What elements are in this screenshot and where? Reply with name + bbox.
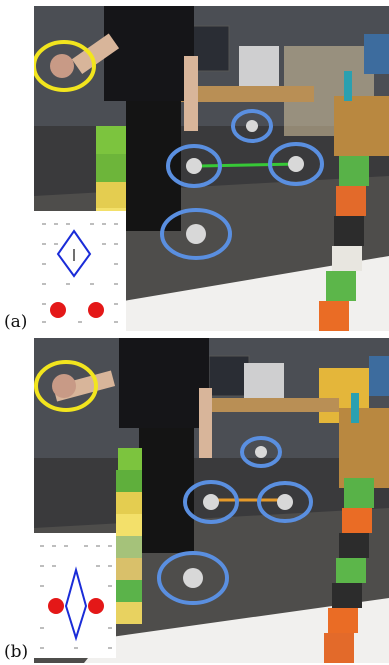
tower-right-block-a bbox=[334, 216, 364, 246]
screen-right-a bbox=[364, 34, 389, 74]
tower-right-block-b bbox=[344, 478, 374, 508]
obstacle-marker-b bbox=[88, 598, 104, 614]
quadrotor-a bbox=[186, 120, 304, 244]
person-arm-right-b bbox=[199, 388, 212, 458]
tower-right-block-b bbox=[342, 508, 372, 533]
bottle-b bbox=[351, 393, 359, 423]
tower-left-block-a bbox=[96, 154, 126, 182]
tower-left-block-b bbox=[118, 448, 142, 470]
person-torso-b bbox=[119, 338, 209, 428]
panel-label-b: (b) bbox=[4, 642, 29, 662]
formation-shape-a bbox=[56, 229, 92, 278]
inset-field-plot-a bbox=[34, 211, 126, 331]
formation-shape-b bbox=[64, 566, 88, 642]
person-legs-b bbox=[139, 428, 194, 553]
tower-left-block-b bbox=[116, 602, 142, 624]
desk-b bbox=[339, 408, 389, 488]
human-hand-a bbox=[50, 54, 74, 78]
robot-circle-a bbox=[268, 142, 324, 186]
human-hand-circle-b bbox=[34, 360, 98, 412]
human-hand-circle-a bbox=[34, 40, 96, 92]
tower-right-block-b bbox=[324, 633, 354, 663]
table-a bbox=[164, 86, 314, 102]
robot-circle-a bbox=[160, 208, 232, 260]
person-torso-a bbox=[104, 6, 194, 101]
robot-circle-b bbox=[183, 480, 239, 524]
tower-right-block-a bbox=[332, 246, 362, 271]
robot-circle-a bbox=[166, 144, 222, 188]
tower-right-block-b bbox=[328, 608, 358, 633]
tower-right-block-a bbox=[336, 186, 366, 216]
tower-left-block-b bbox=[116, 470, 142, 492]
person-legs-a bbox=[126, 101, 181, 231]
scene-a bbox=[34, 6, 389, 331]
obstacle-marker-a bbox=[88, 302, 104, 318]
floor-light-b bbox=[84, 598, 389, 663]
papers-a bbox=[239, 46, 279, 91]
human-hand-b bbox=[52, 374, 76, 398]
tower-right-block-a bbox=[319, 301, 349, 331]
bottle-a bbox=[344, 71, 352, 101]
obstacle-marker-a bbox=[50, 302, 66, 318]
inset-field-plot-b bbox=[34, 533, 116, 658]
tower-right-block-a bbox=[339, 156, 369, 186]
robot-circle-b bbox=[257, 481, 313, 523]
formation-link-a bbox=[198, 162, 300, 168]
robot-circle-b bbox=[240, 436, 282, 468]
desk-a bbox=[334, 96, 389, 156]
tower-left-block-b bbox=[116, 536, 142, 558]
tower-right-block-b bbox=[332, 583, 362, 608]
tower-right-block-b bbox=[339, 533, 369, 558]
quadrotor-b bbox=[183, 446, 293, 588]
obstacle-marker-b bbox=[48, 598, 64, 614]
photo-panel-a bbox=[34, 6, 389, 331]
tower-right-block-b bbox=[336, 558, 366, 583]
tower-left-block-b bbox=[116, 492, 142, 514]
monitor-b bbox=[208, 355, 250, 397]
panel-label-a: (a) bbox=[4, 312, 28, 332]
tower-left-block-b bbox=[116, 580, 142, 602]
person-arm-a bbox=[71, 33, 120, 75]
tower-right-block-a bbox=[326, 271, 356, 301]
screen-right-b bbox=[369, 356, 389, 396]
tower-left-block-a bbox=[96, 126, 126, 154]
person-arm-right-a bbox=[184, 56, 198, 131]
tower-left-block-a bbox=[96, 182, 126, 208]
photo-panel-b bbox=[34, 338, 389, 663]
floor-light-a bbox=[74, 256, 389, 331]
robot-circle-a bbox=[231, 109, 273, 143]
tower-left-block-b bbox=[116, 558, 142, 580]
tower-left-block-b bbox=[116, 514, 142, 536]
scene-b bbox=[34, 338, 389, 663]
robot-circle-b bbox=[157, 551, 229, 605]
